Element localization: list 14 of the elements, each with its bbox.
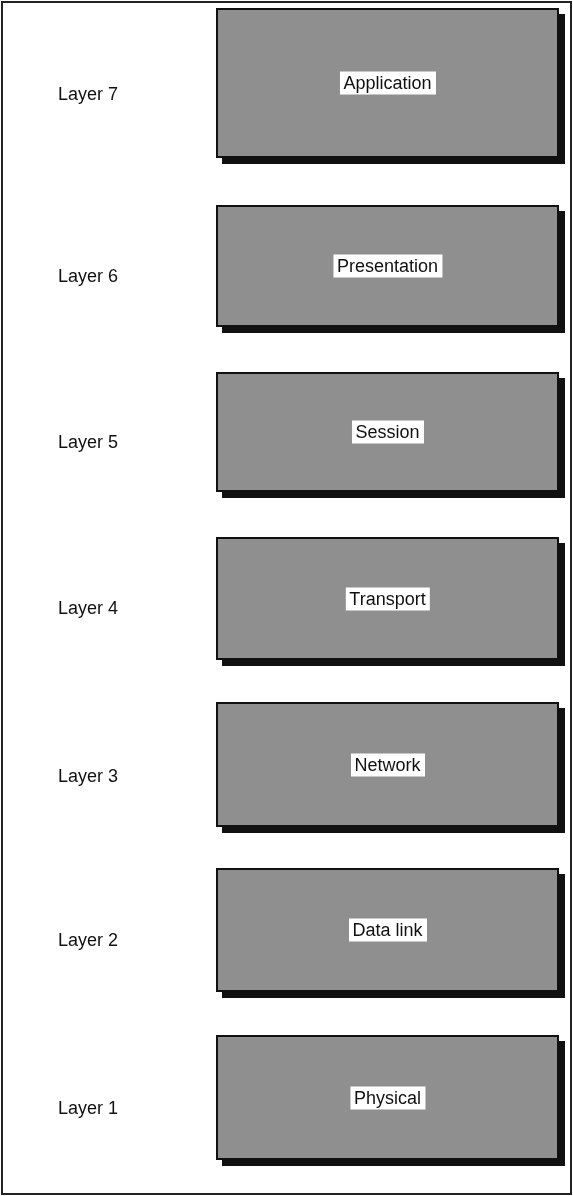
- layer-name: Data link: [348, 918, 427, 942]
- layer-number: Layer 6: [58, 266, 119, 287]
- layer-number: Layer 5: [58, 432, 119, 453]
- layer-number: Layer 1: [58, 1098, 119, 1119]
- layer-number: Layer 4: [58, 598, 119, 619]
- layer-number: Layer 3: [58, 766, 119, 787]
- layer-number: Layer 2: [58, 930, 119, 951]
- layer-name: Session: [351, 420, 424, 444]
- layer-name: Application: [339, 71, 436, 95]
- layer-name: Physical: [350, 1086, 425, 1109]
- layer-name: Transport: [345, 587, 430, 610]
- layer-name: Presentation: [332, 254, 443, 278]
- layer-number: Layer 7: [58, 84, 119, 105]
- layer-name: Network: [350, 753, 425, 776]
